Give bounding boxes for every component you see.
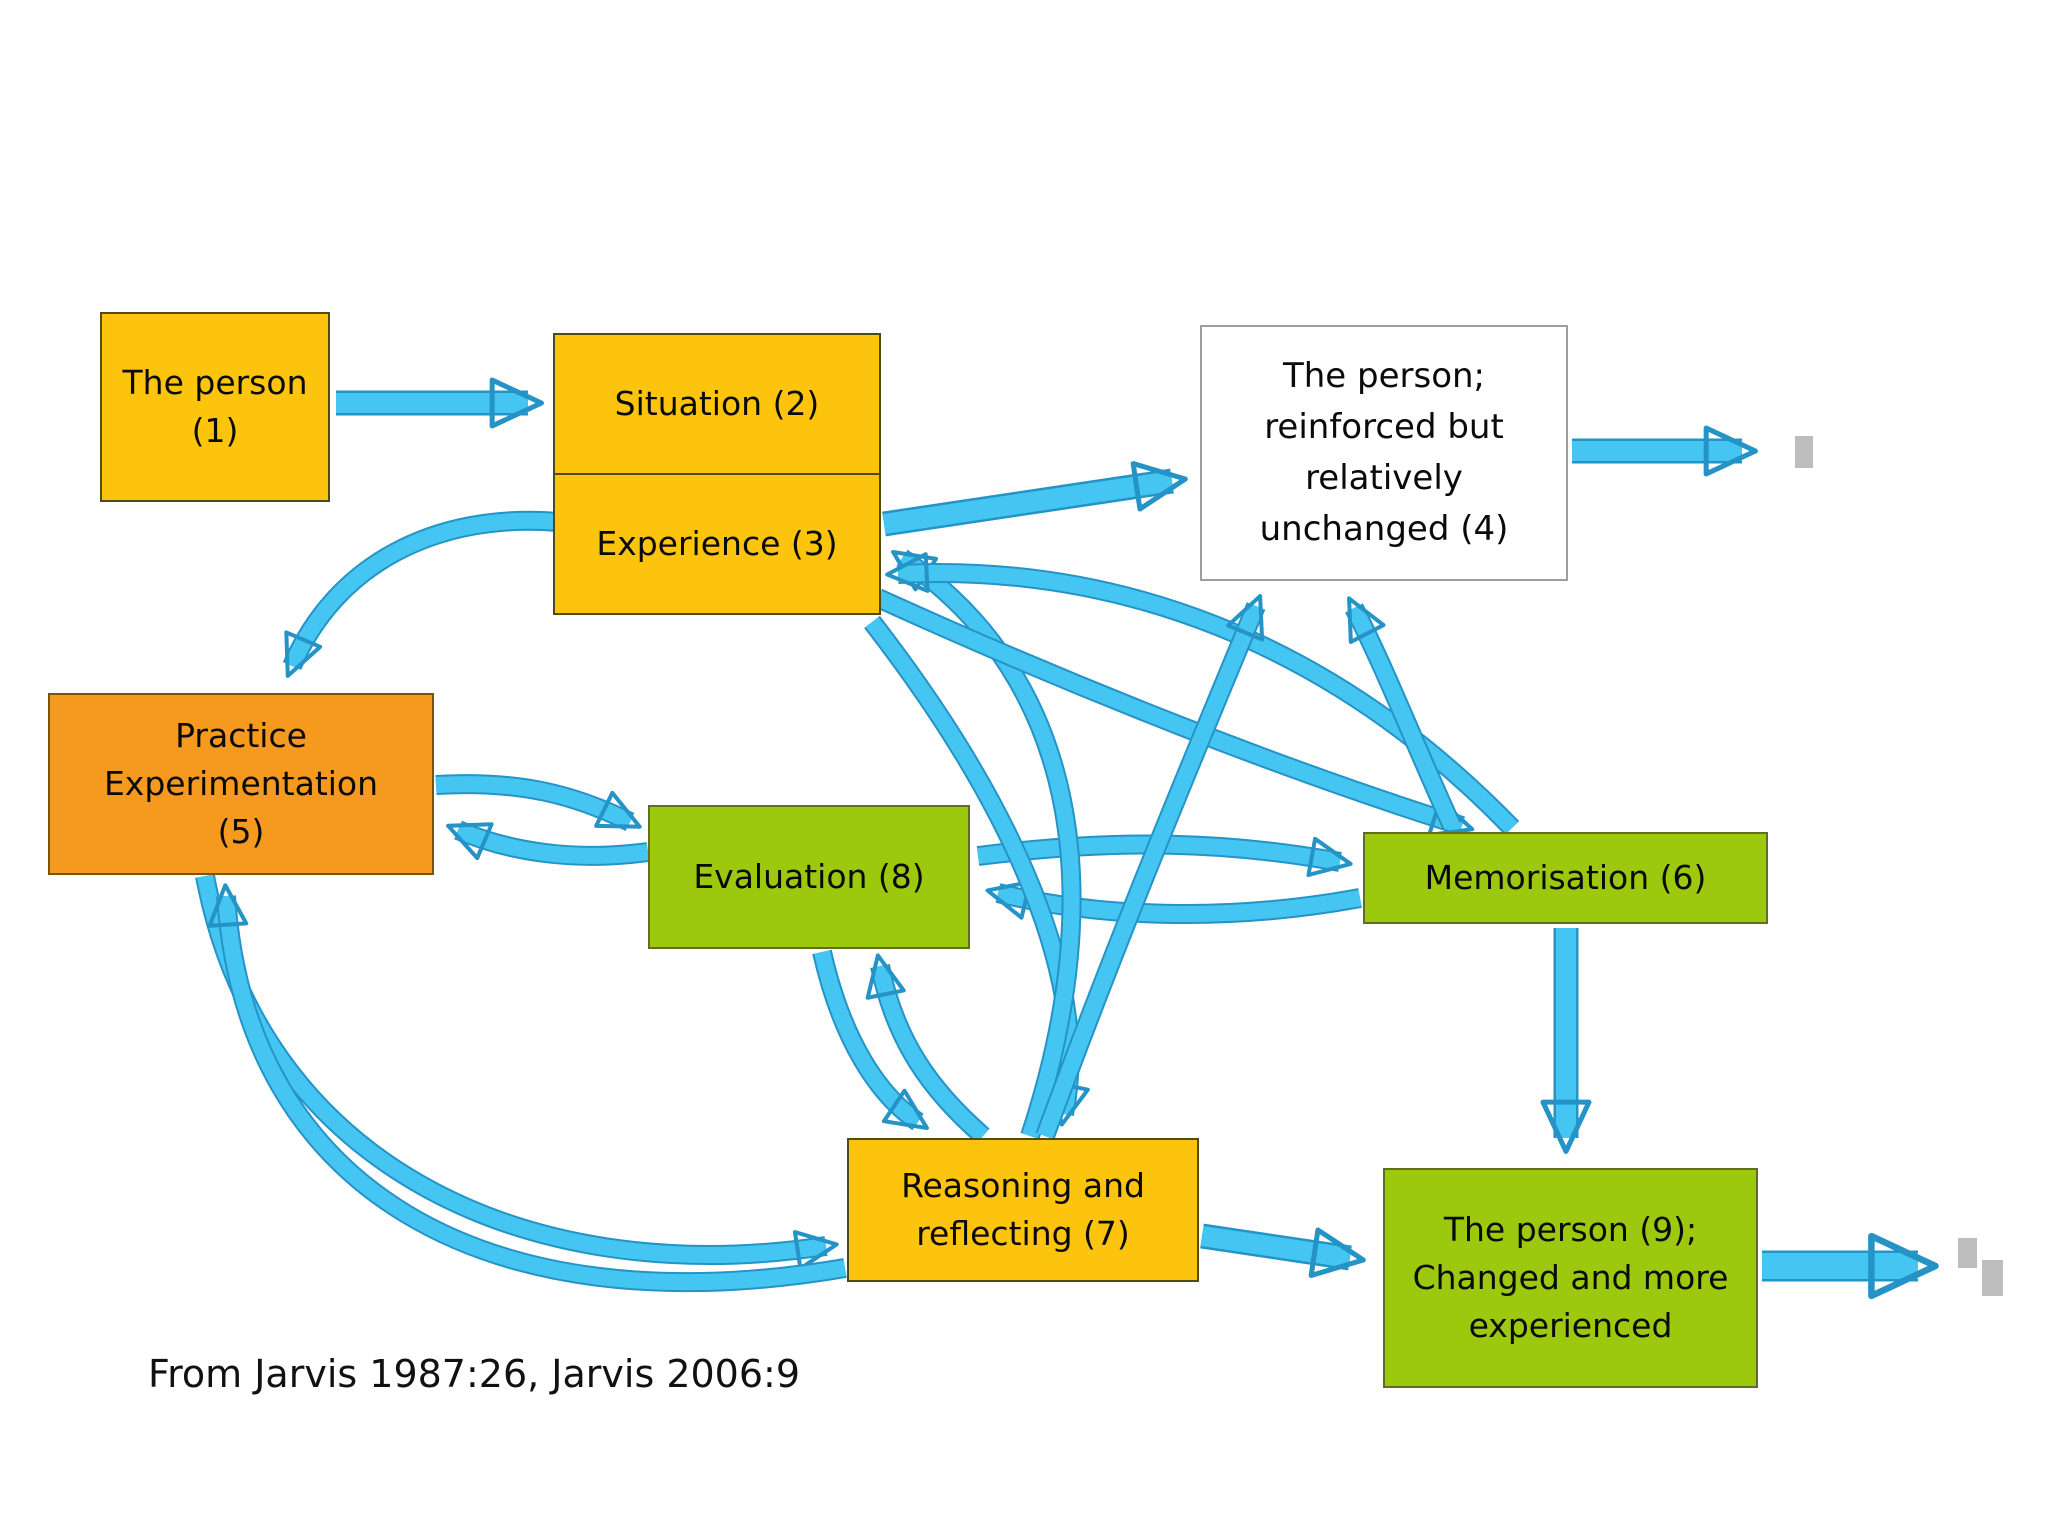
- arrow-3-to-4: [882, 461, 1188, 534]
- selection-handle-top-right: [1795, 436, 1813, 468]
- node-person-changed-9: The person (9); Changed and more experie…: [1383, 1168, 1758, 1388]
- node-reasoning-reflecting-7: Reasoning and reflecting (7): [847, 1138, 1199, 1282]
- node-practice-experimentation-5: Practice Experimentation (5): [48, 693, 434, 875]
- arrow-7-to-9: [1200, 1226, 1366, 1278]
- node-experience-3: Experience (3): [555, 473, 879, 613]
- node-situation-2: Situation (2): [614, 384, 820, 424]
- node-evaluation-8: Evaluation (8): [648, 805, 970, 949]
- node-situation-experience: Situation (2) Experience (3): [553, 333, 881, 615]
- node-the-person-1: The person (1): [100, 312, 330, 502]
- arrow-6-to-3: [885, 552, 1518, 834]
- arrow-3-to-6: [874, 590, 1475, 837]
- arrow-3-to-5: [284, 512, 559, 678]
- arrow-7-to-5: [207, 883, 847, 1291]
- arrow-6-to-4: [1346, 596, 1460, 830]
- arrow-8-to-7: [814, 950, 929, 1131]
- arrow-8-to-6: [976, 836, 1353, 877]
- arrow-7-to-8: [865, 953, 989, 1143]
- arrow-7-to-3: [891, 549, 1080, 1139]
- source-caption: From Jarvis 1987:26, Jarvis 2006:9: [148, 1352, 801, 1396]
- node-person-reinforced-4: The person; reinforced but relatively un…: [1200, 325, 1568, 581]
- arrow-8-to-5: [446, 822, 650, 864]
- node-memorisation-6: Memorisation (6): [1363, 832, 1768, 924]
- selection-handle-bottom-right-2: [1982, 1260, 2003, 1296]
- arrow-5-to-8: [435, 776, 642, 830]
- arrow-7-to-4: [1037, 594, 1265, 1139]
- arrow-6-to-8: [985, 879, 1362, 923]
- selection-handle-bottom-right-1: [1958, 1238, 1977, 1268]
